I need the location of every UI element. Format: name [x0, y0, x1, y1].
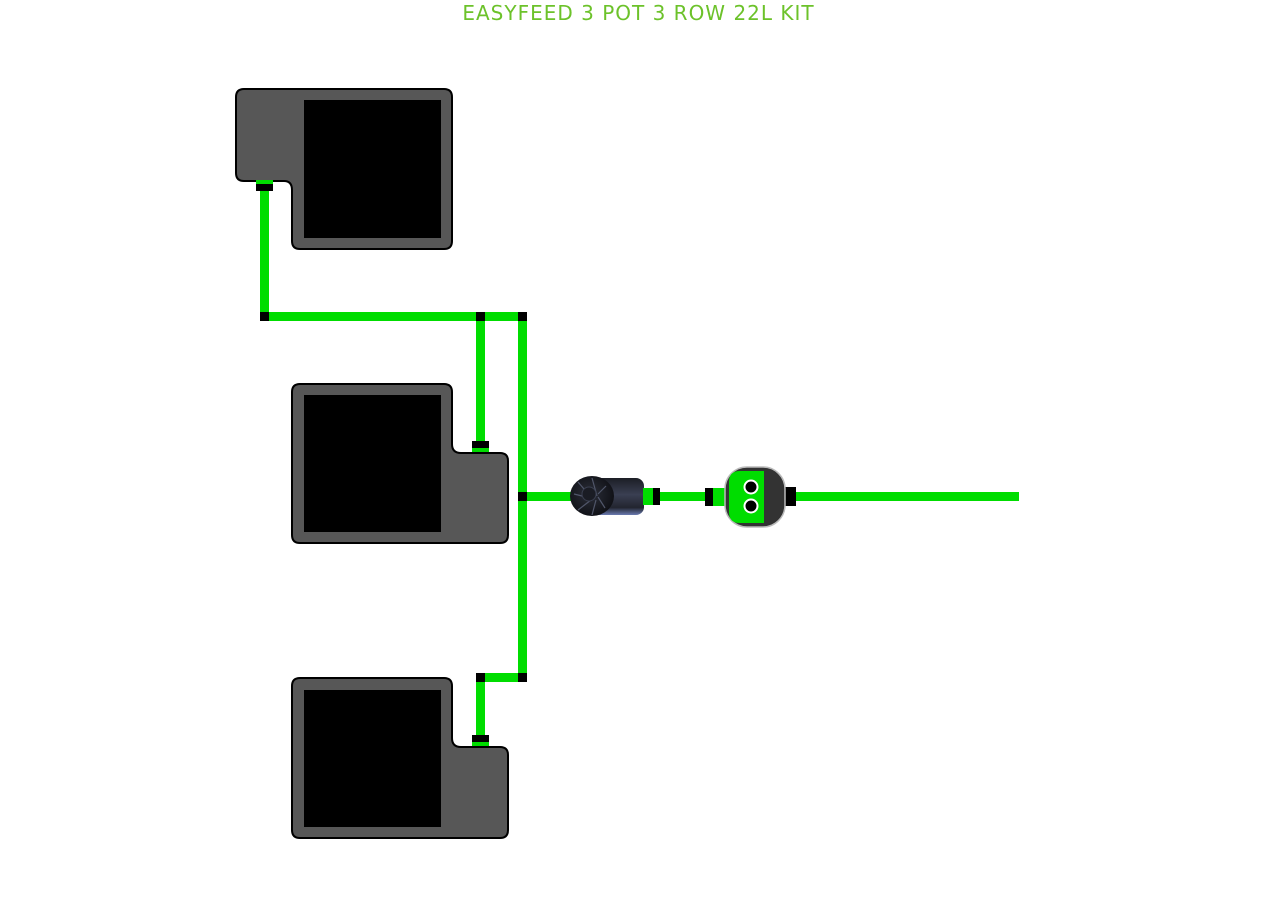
elbow-connector-bottom-right	[518, 673, 527, 682]
inline-filter	[570, 476, 660, 516]
valve-port-top	[743, 479, 759, 495]
filter-cap-center	[581, 486, 597, 502]
diagram-title: EASYFEED 3 POT 3 ROW 22L KIT	[462, 1, 815, 25]
pipe-top-horizontal	[260, 312, 527, 321]
pot-2	[291, 383, 509, 544]
valve-inlet-connector	[713, 488, 725, 506]
pot-2-inlet-fitting	[472, 441, 489, 448]
pipe-pot3-vertical	[476, 673, 485, 743]
pot-1-outlet-fitting	[256, 184, 273, 191]
shut-off-valve	[705, 466, 796, 528]
pipe-to-filter	[518, 492, 578, 501]
valve-inlet-fitting	[705, 488, 713, 506]
pipe-filter-to-valve	[640, 492, 715, 501]
pipe-pot2-vertical	[476, 312, 485, 448]
pot-1-reservoir	[304, 100, 441, 238]
pot-3	[291, 677, 509, 839]
supply-pipe	[790, 492, 1019, 501]
pipe-bottom-horizontal	[476, 673, 527, 682]
pot-3-inlet-connector	[472, 742, 489, 746]
elbow-connector-bottom-left	[476, 673, 485, 682]
pipe-joints	[260, 312, 527, 682]
elbow-connector-top-right	[518, 312, 527, 321]
pipe-pot1-vertical	[260, 188, 269, 317]
valve-handle-face	[729, 471, 764, 523]
pot-1-outlet-connector	[256, 180, 273, 184]
pot-1	[235, 88, 453, 250]
pot-2-reservoir	[304, 395, 441, 532]
filter-outlet-connector	[643, 488, 653, 505]
valve-outlet-fitting	[783, 487, 796, 506]
filter-outlet-fitting	[653, 488, 660, 505]
valve-port-bottom	[743, 498, 759, 514]
pot-3-inlet-fitting	[472, 735, 489, 742]
pot-3-reservoir	[304, 690, 441, 827]
elbow-connector-top-left	[260, 312, 269, 321]
pot-2-inlet-connector	[472, 448, 489, 452]
tee-connector-main-feed	[518, 492, 527, 501]
tee-connector-top-pot2	[476, 312, 485, 321]
